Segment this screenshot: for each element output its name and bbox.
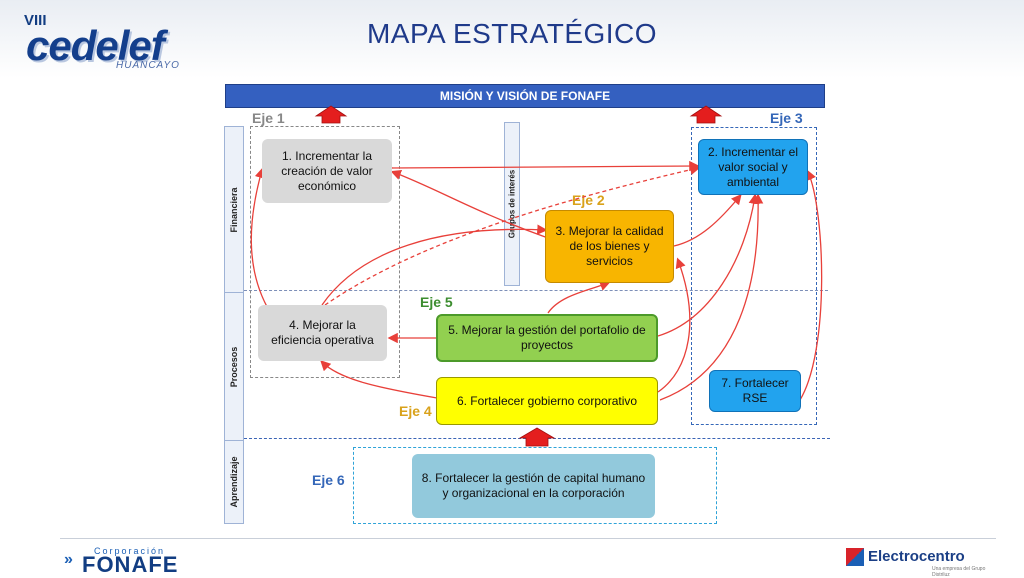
eje6-frame [353,447,717,524]
eje3-frame [691,127,817,425]
logo-prefix: VIII [24,12,47,29]
electrocentro-mark-icon [846,548,864,566]
up-arrow-eje3 [689,105,723,124]
objective-3-node: 3. Mejorar la calidad de los bienes y se… [545,210,674,283]
perspective-divider [244,290,828,291]
fonafe-chevron-icon: » [64,551,73,568]
objective-8-node: 8. Fortalecer la gestión de capital huma… [412,454,655,518]
logo-city: HUANCAYO [116,60,180,71]
eje6-label: Eje 6 [312,472,345,488]
up-arrow-eje6 [518,427,556,447]
up-arrow-eje1 [314,105,348,124]
mission-vision-bar: MISIÓN Y VISIÓN DE FONAFE [225,84,825,108]
connector-6-2 [659,193,764,401]
objective-2-node: 2. Incrementar el valor social y ambient… [698,139,808,195]
fonafe-name: FONAFE [82,552,179,577]
connector-3-1 [390,169,549,239]
page-title: MAPA ESTRATÉGICO [366,18,658,49]
objective-4-node: 4. Mejorar la eficiencia operativa [258,305,387,361]
eje2-label: Eje 2 [572,192,605,208]
logo-name: cedelef [26,22,165,69]
footer-divider [60,538,996,539]
eje4-label: Eje 4 [399,403,432,419]
electrocentro-logo: Electrocentro Una empresa del Grupo Dist… [846,544,996,578]
fonafe-corp-label: Corporación [94,546,166,556]
perspective-aprendizaje: Aprendizaje [224,440,244,524]
connector-5-3 [547,280,611,314]
header-band [0,0,1024,78]
eje1-frame [250,126,400,378]
eje1-label: Eje 1 [252,110,285,126]
objective-7-node: 7. Fortalecer RSE [709,370,801,412]
objective-6-node: 6. Fortalecer gobierno corporativo [436,377,658,425]
connector-1-2 [383,160,700,174]
fonafe-logo: » Corporación FONAFE [64,544,204,577]
connector-6-3 [657,257,691,393]
objective-5-node: 5. Mejorar la gestión del portafolio de … [436,314,658,362]
connector-4-2 [324,164,701,306]
connector-6-4 [320,360,438,399]
eje3-label: Eje 3 [770,110,803,126]
cedelef-logo: VIII cedelef HUANCAYO [18,4,198,74]
eje5-label: Eje 5 [420,294,453,310]
connector-7-2 [799,169,823,401]
objective-1-node: 1. Incrementar la creación de valor econ… [262,139,392,203]
connector-4-1 [250,167,271,313]
connector-5-2 [657,193,759,337]
connector-4-3 [321,224,548,306]
electrocentro-name: Electrocentro [868,548,965,565]
connector-3-2 [673,194,742,247]
electrocentro-tagline: Una empresa del Grupo Distriluz [932,566,986,578]
